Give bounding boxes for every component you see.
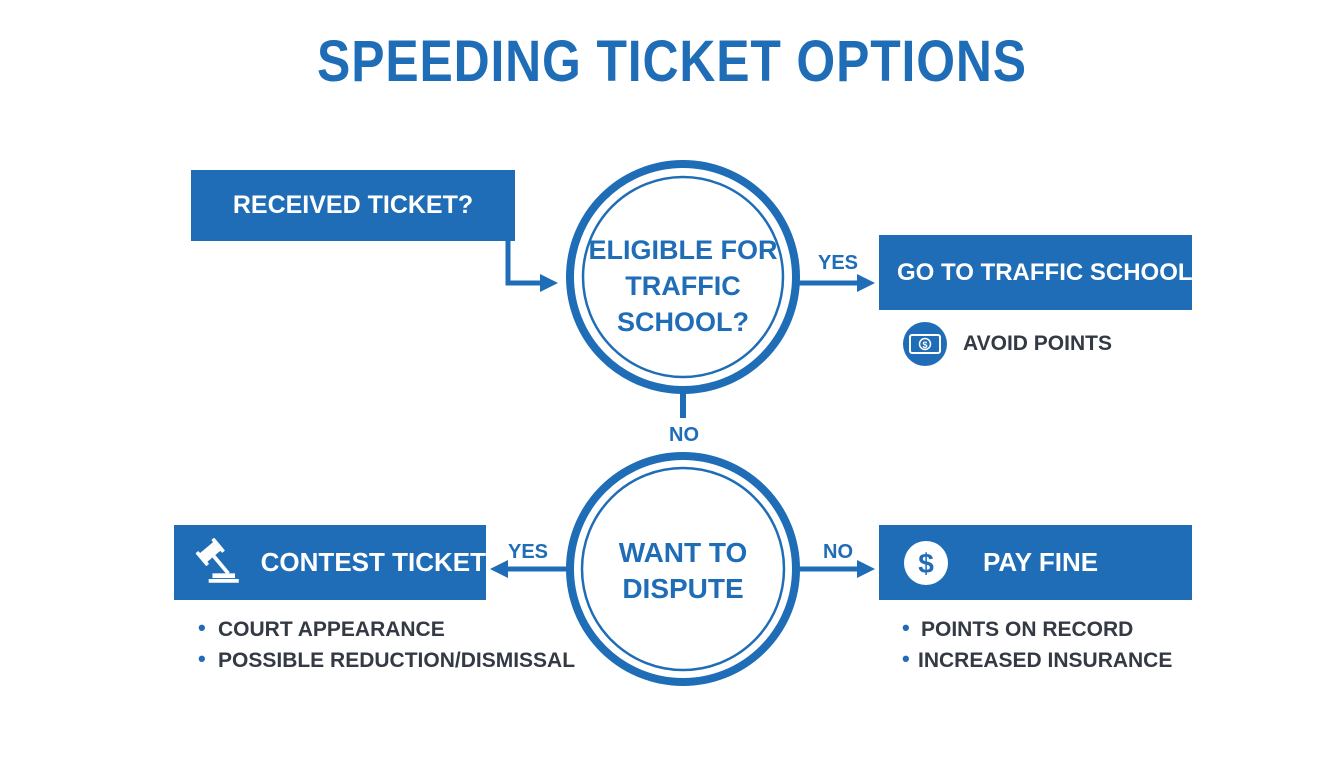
arrow-dispute-no xyxy=(798,560,875,578)
svg-text:$: $ xyxy=(922,340,927,350)
edge-label-eligible-no: NO xyxy=(669,424,699,446)
bullet-marker: • xyxy=(198,646,206,671)
arrow-received-to-eligible xyxy=(505,241,558,292)
node-traffic-school: GO TO TRAFFIC SCHOOL xyxy=(879,235,1193,310)
node-contest-ticket-label: CONTEST TICKET xyxy=(260,547,486,577)
edge-label-eligible-yes: YES xyxy=(818,252,859,274)
decision-dispute-line-2: DISPUTE xyxy=(622,573,744,604)
bullet-marker: • xyxy=(902,646,910,671)
arrow-dispute-yes xyxy=(490,560,568,578)
contest-bullet-2: POSSIBLE REDUCTION/DISMISSAL xyxy=(218,649,576,672)
decision-eligible-label: ELIGIBLE FOR TRAFFIC SCHOOL? xyxy=(583,232,783,340)
decision-eligible-circle xyxy=(566,160,800,394)
dollar-icon: $ xyxy=(904,540,948,585)
decision-eligible-line-3: SCHOOL? xyxy=(617,307,749,337)
contest-bullet-1: COURT APPEARANCE xyxy=(218,618,445,641)
edge-label-dispute-no: NO xyxy=(823,541,853,563)
avoid-points-label: AVOID POINTS xyxy=(963,332,1112,355)
node-contest-ticket: CONTEST TICKET xyxy=(174,525,486,600)
decision-eligible-line-1: ELIGIBLE FOR xyxy=(588,235,778,265)
node-pay-fine-label: PAY FINE xyxy=(983,547,1099,577)
decision-eligible-line-2: TRAFFIC xyxy=(625,271,741,301)
gavel-icon xyxy=(195,537,239,583)
arrow-eligible-yes xyxy=(797,274,875,292)
bullet-marker: • xyxy=(902,615,910,640)
node-traffic-school-label: GO TO TRAFFIC SCHOOL xyxy=(897,258,1193,286)
svg-text:$: $ xyxy=(918,548,934,579)
node-received-ticket-label: RECEIVED TICKET? xyxy=(232,191,474,219)
decision-dispute-label: WANT TO DISPUTE xyxy=(583,535,783,607)
node-received-ticket: RECEIVED TICKET? xyxy=(191,170,515,241)
bullet-marker: • xyxy=(198,615,206,640)
pay-bullet-2: INCREASED INSURANCE xyxy=(918,649,1173,672)
money-icon: $ xyxy=(903,322,947,366)
pay-bullet-1: POINTS ON RECORD xyxy=(921,618,1134,641)
decision-dispute-circle xyxy=(566,452,800,686)
page-title: SPEEDING TICKET OPTIONS xyxy=(317,29,1027,94)
node-pay-fine: $ PAY FINE xyxy=(879,525,1192,600)
decision-dispute-line-1: WANT TO xyxy=(618,537,748,568)
edge-label-dispute-yes: YES xyxy=(508,541,549,563)
